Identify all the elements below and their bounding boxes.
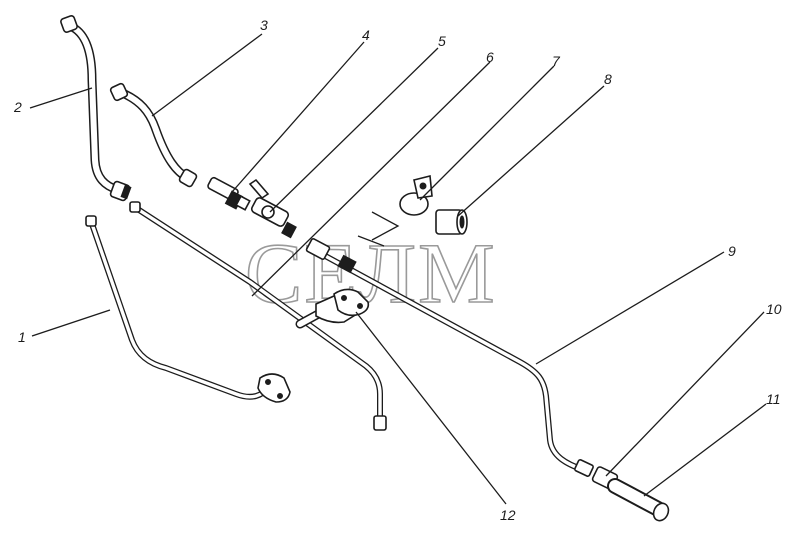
leader-lines <box>29 33 767 505</box>
pipe-3 <box>109 82 198 188</box>
callout-12: 12 <box>500 507 516 523</box>
leader-7 <box>419 65 555 201</box>
callout-10: 10 <box>766 301 782 317</box>
callout-2: 2 <box>13 99 22 115</box>
leader-8 <box>457 85 605 217</box>
leader-12 <box>355 311 507 505</box>
leader-2 <box>29 87 93 109</box>
callout-7: 7 <box>552 53 561 69</box>
marker-lines <box>357 211 400 247</box>
callout-5: 5 <box>438 33 446 49</box>
leader-1 <box>31 309 111 337</box>
callout-9: 9 <box>728 243 736 259</box>
leader-10 <box>605 311 765 477</box>
leader-9 <box>535 251 725 365</box>
hose-11 <box>591 466 670 522</box>
leader-5 <box>269 47 439 213</box>
leader-6 <box>251 61 491 297</box>
callout-11: 11 <box>766 391 781 407</box>
callout-3: 3 <box>260 17 268 33</box>
fitting-4 <box>207 176 251 211</box>
callout-8: 8 <box>604 71 612 87</box>
tube-9 <box>305 238 594 477</box>
pipe-middle <box>129 201 387 431</box>
gasket-12 <box>333 288 370 317</box>
clamp-7 <box>399 174 433 216</box>
callout-6: 6 <box>486 49 494 65</box>
callout-4: 4 <box>362 27 370 43</box>
pipe-2 <box>60 15 132 202</box>
leader-11 <box>643 403 767 497</box>
leader-3 <box>151 33 263 117</box>
callout-1: 1 <box>18 329 26 345</box>
sleeve-8 <box>435 209 468 235</box>
leader-4 <box>231 41 365 193</box>
pipe-1 <box>85 215 291 403</box>
